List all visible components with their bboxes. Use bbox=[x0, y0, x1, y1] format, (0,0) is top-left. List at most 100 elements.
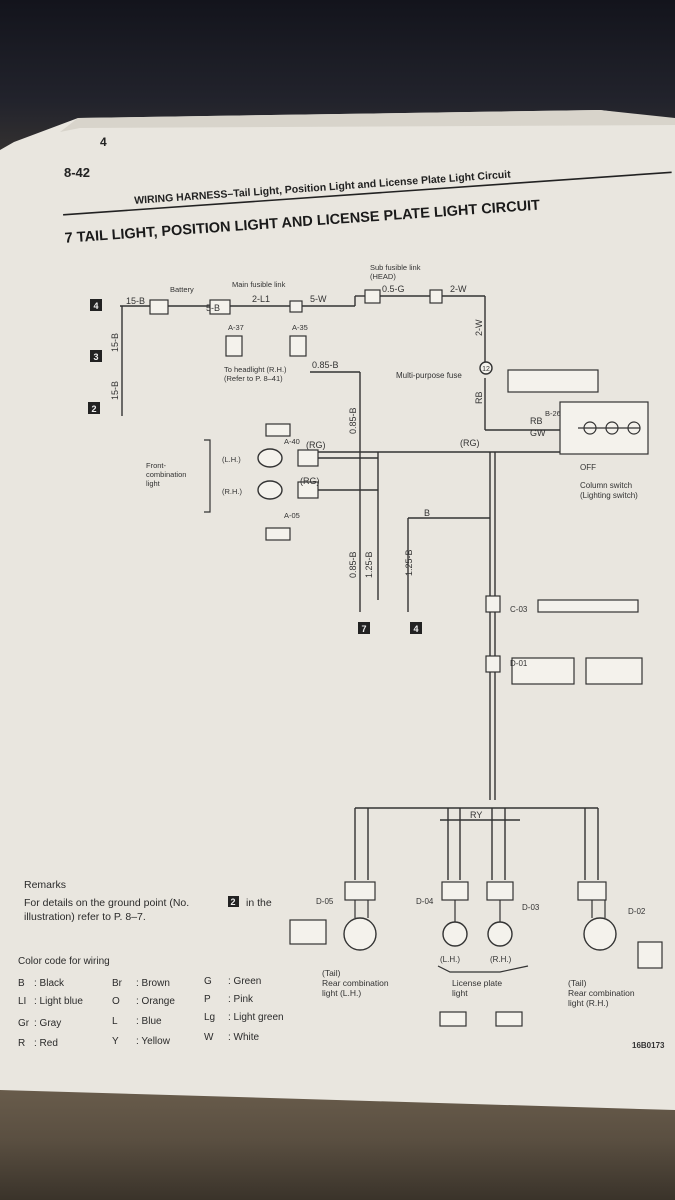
wire-label: 0.85-B bbox=[348, 551, 358, 578]
wiring-lines bbox=[120, 295, 599, 880]
license-plate-label-2: light bbox=[452, 988, 468, 998]
svg-text:LI: LI bbox=[18, 996, 26, 1007]
wire-label: 2-W bbox=[450, 284, 467, 294]
wire-label: 2-L1 bbox=[252, 294, 270, 304]
wire-label: 15-B bbox=[126, 296, 145, 306]
battery-symbol bbox=[149, 299, 169, 315]
wire-label: (RG) bbox=[300, 476, 320, 486]
ground-point-badge bbox=[88, 402, 100, 414]
connector-b26: B-26 bbox=[545, 409, 561, 418]
svg-text:Gr: Gr bbox=[18, 1018, 30, 1029]
color-code-title: Color code for wiring bbox=[18, 956, 110, 967]
svg-text:: White: : White bbox=[228, 1032, 260, 1043]
svg-text:: Red: : Red bbox=[34, 1038, 58, 1049]
connector-d01-symbol bbox=[485, 655, 501, 673]
connector-a35: A-35 bbox=[292, 323, 308, 332]
front-combination-label-2: combination bbox=[146, 470, 186, 479]
svg-text:: Orange: : Orange bbox=[136, 996, 175, 1007]
sub-fusible-link-label: Sub fusible link bbox=[370, 263, 421, 272]
svg-text:: Blue: : Blue bbox=[136, 1016, 162, 1027]
page-number: 8-42 bbox=[64, 165, 90, 180]
front-lamp-lh-icon bbox=[257, 448, 283, 468]
front-combination-label-3: light bbox=[146, 479, 161, 488]
svg-text:L: L bbox=[112, 1016, 118, 1027]
connector-a37: A-37 bbox=[228, 323, 244, 332]
svg-text:7: 7 bbox=[361, 624, 366, 634]
wire-label: 5-W bbox=[310, 294, 327, 304]
wire-label: B bbox=[424, 508, 430, 518]
rear-lh-name-label: Rear combination bbox=[322, 978, 389, 988]
svg-text:: Light blue: : Light blue bbox=[34, 996, 83, 1007]
svg-text:: Black: : Black bbox=[34, 978, 65, 989]
column-switch-label: Column switch bbox=[580, 481, 632, 490]
wire-label: RB bbox=[474, 391, 484, 404]
wire-label: RB bbox=[530, 416, 543, 426]
ground-point-badge bbox=[358, 622, 370, 634]
connector-a40: A-40 bbox=[284, 437, 300, 446]
rear-lh-side-label: light (L.H.) bbox=[322, 988, 361, 998]
wire-label: 15-B bbox=[110, 381, 120, 400]
lighting-switch-label: (Lighting switch) bbox=[580, 491, 638, 500]
svg-text:O: O bbox=[112, 996, 120, 1007]
front-lamp-rh-icon bbox=[257, 480, 283, 500]
sub-fusible-link-box-a bbox=[364, 289, 381, 304]
connector-c03: C-03 bbox=[510, 605, 528, 614]
wire-label: 5-B bbox=[206, 303, 220, 313]
svg-text:W: W bbox=[204, 1032, 214, 1043]
wire-label: GW bbox=[530, 428, 546, 438]
connector-a35-symbol bbox=[289, 335, 307, 357]
front-light-rh-connector bbox=[297, 481, 319, 499]
svg-text:B: B bbox=[18, 978, 25, 989]
svg-text:G: G bbox=[204, 976, 212, 987]
fusible-link-5w-box bbox=[289, 300, 303, 313]
rear-lamp-lh-icon bbox=[343, 917, 377, 951]
fuse-number: 12 bbox=[482, 366, 490, 373]
wire-label: (RG) bbox=[306, 440, 326, 450]
wire-label: RY bbox=[470, 810, 482, 820]
color-code-table: Color code for wiring B : Black Br : Brown… bbox=[18, 956, 284, 1049]
front-lh-label: (L.H.) bbox=[222, 455, 241, 464]
wire-label: 2-W bbox=[474, 319, 484, 336]
page-tab: 4 bbox=[100, 135, 107, 149]
svg-text:P: P bbox=[204, 994, 211, 1005]
off-label: OFF bbox=[580, 463, 596, 472]
svg-text:Lg: Lg bbox=[204, 1012, 215, 1023]
fuse-12-marker bbox=[479, 361, 493, 375]
rear-rh-name-label: Rear combination bbox=[568, 988, 635, 998]
rear-rh-tail-label: (Tail) bbox=[568, 978, 587, 988]
figure-code: 16B0173 bbox=[632, 1041, 665, 1050]
remarks-line1: For details on the ground point (No. bbox=[24, 897, 189, 909]
multi-purpose-fuse-label: Multi-purpose fuse bbox=[396, 371, 462, 380]
license-lamp-lh-icon bbox=[442, 921, 468, 947]
paper-sheet bbox=[0, 110, 675, 1110]
remarks-line2: illustration) refer to P. 8–7. bbox=[24, 911, 146, 923]
main-fusible-link-box bbox=[209, 299, 231, 315]
svg-text:: Pink: : Pink bbox=[228, 994, 254, 1005]
remarks-title: Remarks bbox=[24, 879, 66, 891]
wire-label: 1.25-B bbox=[364, 551, 374, 578]
main-fusible-link-label: Main fusible link bbox=[232, 280, 286, 289]
remarks-ground-number: 2 bbox=[230, 897, 235, 907]
connector-a05: A-05 bbox=[284, 511, 300, 520]
svg-text:4: 4 bbox=[413, 624, 418, 634]
rear-rh-side-label: light (R.H.) bbox=[568, 998, 609, 1008]
wire-label: 1.25-B bbox=[404, 549, 414, 576]
license-lh-label: (L.H.) bbox=[440, 955, 460, 964]
rear-lh-tail-label: (Tail) bbox=[322, 968, 341, 978]
front-combination-label-1: Front- bbox=[146, 461, 167, 470]
wire-label: 0.85-B bbox=[312, 360, 339, 370]
sub-fusible-link-box-b bbox=[429, 289, 443, 304]
connector-d01: D-01 bbox=[510, 659, 528, 668]
svg-text:R: R bbox=[18, 1038, 25, 1049]
connector-c03-symbol bbox=[485, 595, 501, 613]
connector-d04: D-04 bbox=[416, 897, 434, 906]
connector-d05: D-05 bbox=[316, 897, 334, 906]
svg-text:: Green: : Green bbox=[228, 976, 261, 987]
wire-label: (RG) bbox=[460, 438, 480, 448]
svg-text:Br: Br bbox=[112, 978, 123, 989]
to-headlight-label: To headlight (R.H.) bbox=[224, 365, 287, 374]
svg-text:: Brown: : Brown bbox=[136, 978, 170, 989]
license-plate-label: License plate bbox=[452, 978, 502, 988]
ground-point-badge bbox=[90, 299, 102, 311]
